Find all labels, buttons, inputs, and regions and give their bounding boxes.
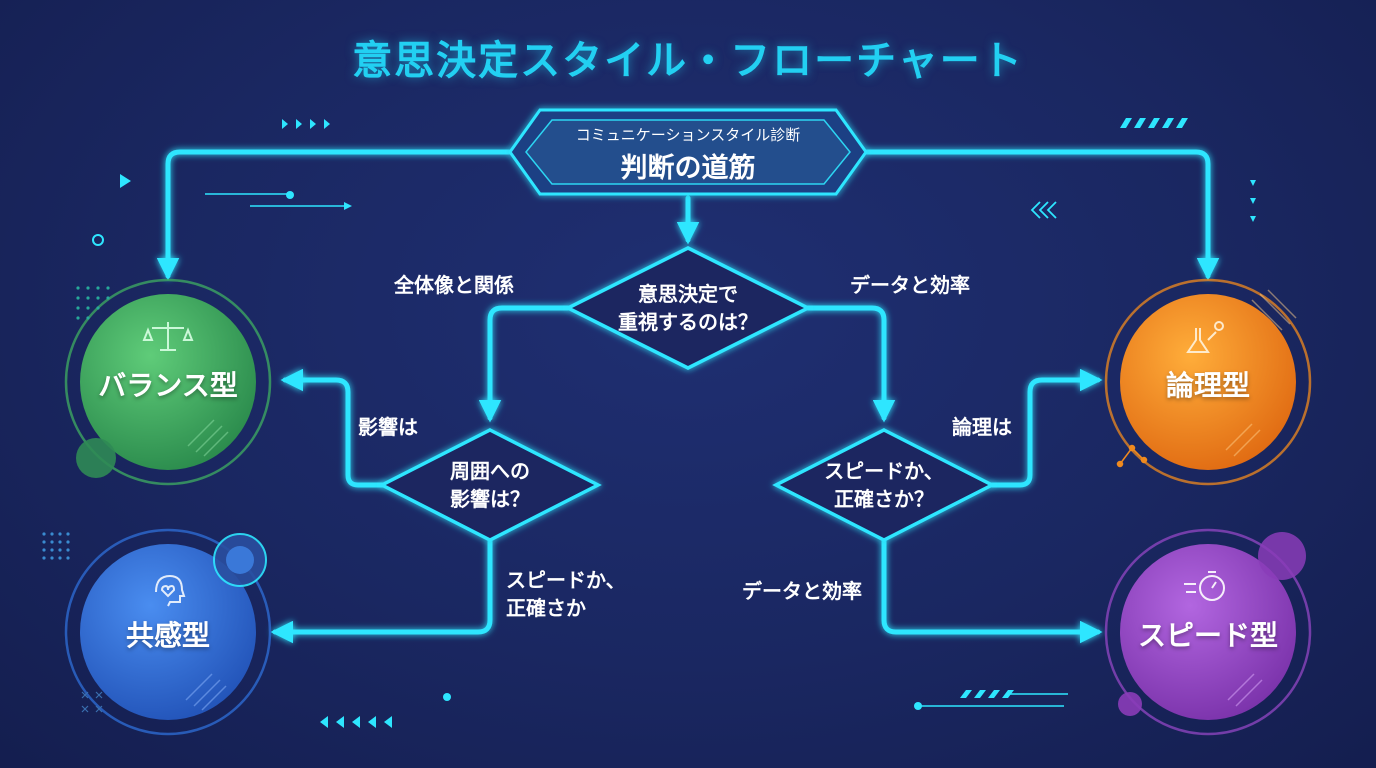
decision-top-line-2: 重視するのは？	[618, 310, 758, 334]
connector-lines	[156, 149, 1220, 644]
header-main-title: 判断の道筋	[620, 153, 756, 184]
stopwatch-icon	[1184, 571, 1225, 601]
decision-right-line-1: スピードか、	[824, 459, 944, 483]
branch-label-top-right: データと効率	[850, 273, 970, 297]
decision-top-text: 意思決定で 重視するのは？	[588, 280, 788, 336]
arrow-left-to-balance	[280, 368, 389, 488]
decision-diamond-top	[564, 246, 812, 370]
decision-diamond-right	[772, 428, 996, 542]
header-banner	[508, 108, 868, 196]
decision-left-line-1: 周囲への	[450, 459, 530, 483]
decision-right-text: スピードか、 正確さか？	[784, 457, 984, 513]
circle-logic	[1104, 278, 1312, 486]
result-empathy-label: 共感型	[125, 619, 210, 652]
arrow-left-to-empathy	[270, 538, 493, 644]
decision-right-line-2: 正確さか？	[834, 487, 934, 511]
circle-speed	[1104, 528, 1312, 736]
arrow-header-to-balance	[156, 149, 513, 281]
branch-label-right-up: 論理は	[952, 415, 1012, 439]
circle-empathy	[64, 528, 272, 736]
branch-label-left-up: 影響は	[358, 415, 418, 439]
decision-top-line-1: 意思決定で	[638, 282, 738, 306]
branch-label-top-left: 全体像と関係	[394, 273, 514, 297]
arrow-top-to-right	[805, 305, 896, 423]
decorations	[42, 118, 1256, 728]
arrow-right-to-speed	[881, 538, 1103, 644]
arrow-top-to-left	[478, 305, 571, 423]
header-subtitle: コミュニケーションスタイル診断	[575, 126, 801, 144]
arrow-header-to-logic	[863, 149, 1220, 281]
head-heart-icon	[155, 574, 186, 607]
branch-label-left-down-line-1: スピードか、	[506, 568, 626, 592]
flask-icon	[1186, 321, 1224, 353]
arrow-right-to-logic	[989, 368, 1103, 488]
result-logic-label: 論理型	[1165, 369, 1250, 402]
branch-label-right-down: データと効率	[742, 579, 862, 603]
decision-left-line-2: 影響は？	[450, 487, 530, 511]
page-title: 意思決定スタイル・フローチャート	[352, 38, 1024, 84]
branch-label-left-down: スピードか、 正確さか	[506, 566, 626, 622]
decision-diamond-left	[378, 428, 602, 542]
circle-balance	[64, 278, 272, 486]
decision-left-text: 周囲への 影響は？	[400, 457, 580, 513]
result-speed-label: スピード型	[1137, 619, 1278, 652]
result-balance-label: バランス型	[98, 369, 238, 402]
scale-icon	[142, 322, 194, 351]
branch-label-left-down-line-2: 正確さか	[506, 596, 586, 620]
